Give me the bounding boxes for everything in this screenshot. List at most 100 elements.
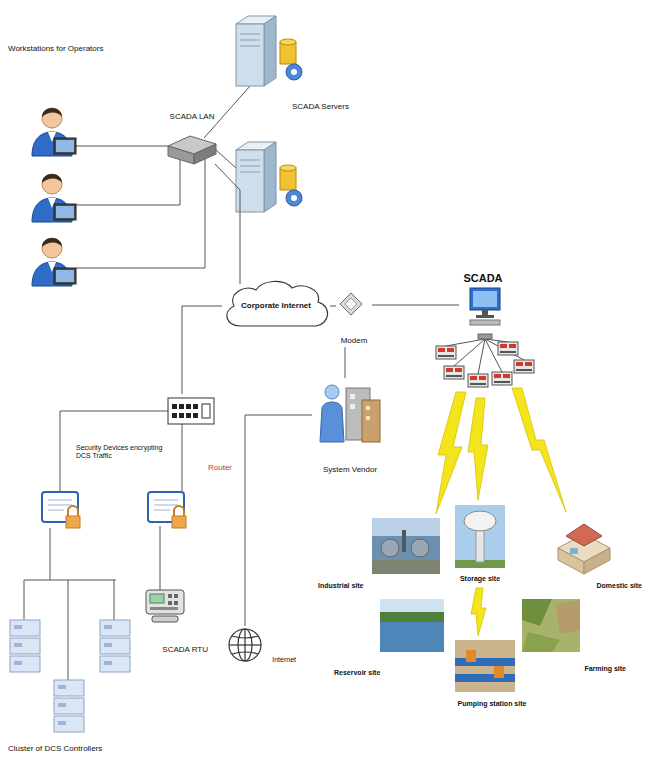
- scada-server: [264, 16, 276, 86]
- group-label: SCADA Servers: [292, 102, 349, 112]
- dcs-controller: [100, 620, 130, 636]
- radio-link-bolt: [512, 388, 566, 512]
- lan-wire: [216, 150, 236, 168]
- network-link: [245, 415, 312, 626]
- lan-wire: [68, 580, 69, 680]
- cloud-node: Corporate Internet: [222, 284, 330, 328]
- node-label: SCADA RTU: [162, 645, 208, 654]
- internet-globe: [232, 652, 258, 654]
- scada-server: [280, 165, 296, 171]
- field-rtu: [436, 346, 456, 359]
- dcs-controller: [104, 643, 112, 647]
- field-rtu: [455, 368, 462, 372]
- encryption-device: [154, 505, 178, 506]
- operator-workstation: [42, 108, 62, 128]
- scada-server: [291, 69, 297, 75]
- dcs-controller: [54, 680, 84, 732]
- internet-globe: [229, 629, 261, 661]
- field-rtu: [446, 375, 462, 377]
- scada-computer: [470, 320, 500, 325]
- rtu-icon: [168, 594, 172, 598]
- domestic-site-picture: [558, 524, 610, 574]
- encryption-device: [154, 500, 178, 501]
- industrial-site-picture: [411, 539, 429, 557]
- field-rtu: [516, 362, 523, 366]
- lan-switch-icon: [168, 136, 216, 164]
- lan-wire: [24, 580, 25, 620]
- network-link: [345, 347, 346, 378]
- router-icon: [186, 413, 191, 418]
- field-rtu: [509, 344, 516, 348]
- encryption-device: [42, 492, 80, 528]
- dcs-controller: [104, 661, 112, 665]
- scada-computer: [476, 315, 494, 318]
- encryption-device: [48, 510, 64, 511]
- dcs-controller: [54, 698, 84, 714]
- scada-server: [280, 39, 296, 45]
- rtu-icon: [146, 590, 184, 622]
- site: Farming site: [518, 597, 628, 675]
- site: Domestic site: [552, 518, 644, 592]
- field-rtu: [498, 342, 518, 355]
- node-label: System Vendor: [323, 465, 377, 474]
- vendor-icon: [366, 406, 370, 410]
- field-rtu: [498, 342, 518, 355]
- operator-workstation: [42, 238, 62, 258]
- node-label: SCADA: [463, 272, 502, 285]
- dcs-controller: [58, 703, 66, 707]
- node-label: Router: [208, 463, 232, 472]
- vendor-icon: [366, 416, 370, 420]
- operator-workstation: [54, 138, 76, 154]
- router-icon: [202, 404, 210, 418]
- vendor-icon: [362, 400, 380, 442]
- scada-server: [286, 190, 302, 206]
- field-rtu: [470, 376, 477, 380]
- field-rtu: [525, 362, 532, 366]
- radio-link-bolt: [436, 392, 466, 514]
- dcs-controller: [10, 656, 40, 672]
- industrial-site-picture: [402, 530, 406, 552]
- operator-workstation: [56, 206, 74, 218]
- industrial-site-picture: [372, 518, 440, 574]
- pumping-station-picture: [455, 640, 515, 692]
- operator-workstation: [54, 204, 76, 220]
- dcs-controller: [10, 620, 40, 636]
- field-rtu: [447, 348, 454, 352]
- internet-globe-node: Internet: [226, 626, 298, 666]
- dcs-controller: [58, 685, 66, 689]
- dcs-controller: [10, 638, 40, 654]
- lan-wire: [446, 339, 485, 346]
- scada-computer: [482, 310, 488, 315]
- field-rtu: [438, 355, 454, 357]
- encryption-device: [148, 492, 186, 528]
- lan-wire: [478, 339, 485, 374]
- node-label: Domestic site: [596, 582, 642, 590]
- field-rtu: [492, 372, 512, 385]
- internet-globe: [232, 636, 258, 638]
- encryption-device: [68, 506, 78, 516]
- router-icon: [172, 413, 177, 418]
- dcs-controller: [100, 656, 130, 672]
- scada-server: [240, 40, 260, 41]
- node-label: Reservoir site: [334, 669, 380, 677]
- operator-workstation: [42, 238, 62, 247]
- rtu-icon: [174, 601, 178, 605]
- dcs-controller: [54, 716, 84, 732]
- radio-link-bolt: [468, 398, 488, 500]
- reservoir-site-picture: [380, 599, 444, 652]
- farming-site-picture: [556, 600, 580, 634]
- scada-computer: [470, 288, 500, 310]
- domestic-site-picture: [558, 548, 584, 574]
- node-label: Internet: [272, 656, 296, 664]
- lan-wire: [60, 411, 168, 492]
- field-rtu: [468, 374, 488, 387]
- pumping-station-picture: [466, 650, 476, 662]
- router-icon: [168, 398, 214, 424]
- dcs-controller: [100, 638, 130, 654]
- vendor: System Vendor: [312, 378, 388, 476]
- node-label: Storage site: [460, 575, 500, 583]
- dcs-controller: [10, 620, 40, 672]
- lan-wire: [76, 160, 180, 205]
